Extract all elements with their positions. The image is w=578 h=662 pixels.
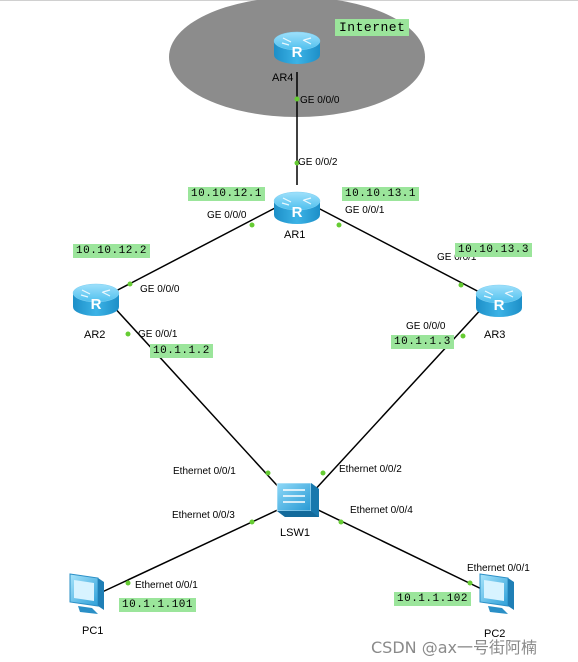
node-name-lsw1: LSW1 — [280, 527, 310, 539]
watermark: CSDN @ax一号街阿楠 — [371, 638, 537, 657]
node-name-ar2: AR2 — [84, 329, 106, 341]
port-label-ar1-ge000: GE 0/0/0 — [207, 210, 247, 221]
port-dot — [294, 96, 300, 102]
link-ar3-lsw1 — [311, 304, 486, 494]
router-icon-ar3[interactable] — [475, 284, 523, 318]
port-label-pc2-e001: Ethernet 0/0/1 — [467, 563, 530, 574]
link-ar1-ar2 — [111, 207, 276, 294]
port-dot — [249, 222, 255, 228]
port-label-pc1-e001: Ethernet 0/0/1 — [135, 580, 198, 591]
port-label-lsw1-e001: Ethernet 0/0/1 — [173, 466, 236, 477]
node-name-ar1: AR1 — [284, 229, 306, 241]
router-icon-ar2[interactable] — [72, 283, 120, 317]
port-label-ar3-ge000: GE 0/0/0 — [406, 321, 446, 332]
port-dot — [265, 470, 271, 476]
pc-icon-pc1[interactable] — [69, 573, 104, 614]
ip-label-ar2-g001: 10.1.1.2 — [150, 344, 213, 358]
port-dot — [127, 281, 133, 287]
port-dot — [249, 519, 255, 525]
port-label-ar2-ge001: GE 0/0/1 — [138, 329, 178, 340]
port-dot — [320, 470, 326, 476]
router-icon-ar4[interactable] — [273, 31, 321, 65]
node-name-ar4: AR4 — [272, 72, 294, 84]
link-ar1-ar3 — [317, 207, 486, 296]
link-ar2-lsw1 — [111, 304, 285, 494]
node-name-pc2: PC2 — [484, 628, 506, 640]
port-dot — [467, 580, 473, 586]
port-label-ar1-ge002: GE 0/0/2 — [298, 157, 338, 168]
port-dot — [125, 580, 131, 586]
node-name-ar3: AR3 — [484, 329, 506, 341]
port-dot — [336, 222, 342, 228]
ip-label-ar3-g000: 10.1.1.3 — [391, 335, 454, 349]
port-label-lsw1-e002: Ethernet 0/0/2 — [339, 464, 402, 475]
port-dot — [458, 282, 464, 288]
router-icon-ar1[interactable] — [273, 191, 321, 225]
switch-icon-lsw1[interactable] — [276, 482, 319, 517]
ip-label-ar2-g000: 10.10.12.2 — [73, 244, 151, 258]
ip-label-ar1-g001: 10.10.13.1 — [342, 187, 420, 201]
ip-label-pc2: 10.1.1.102 — [394, 592, 472, 606]
port-dots — [125, 96, 473, 586]
port-label-ar2-ge000: GE 0/0/0 — [140, 284, 180, 295]
links — [99, 72, 495, 596]
ip-label-ar3-g001: 10.10.13.3 — [455, 243, 533, 257]
ip-label-pc1: 10.1.1.101 — [119, 598, 197, 612]
internet-label: Internet — [335, 19, 410, 36]
port-label-ar1-ge001: GE 0/0/1 — [345, 205, 385, 216]
port-label-lsw1-e004: Ethernet 0/0/4 — [350, 505, 413, 516]
port-dot — [460, 333, 466, 339]
port-dot — [294, 160, 300, 166]
pc-icon-pc2[interactable] — [479, 573, 514, 614]
port-dot — [338, 519, 344, 525]
port-dot — [125, 331, 131, 337]
node-name-pc1: PC1 — [82, 625, 104, 637]
ip-label-ar1-g000: 10.10.12.1 — [188, 187, 266, 201]
port-label-ar4-ge000: GE 0/0/0 — [300, 95, 340, 106]
port-label-ar3-ge001: GE 0/0/1 — [437, 252, 477, 263]
port-label-lsw1-e003: Ethernet 0/0/3 — [172, 510, 235, 521]
